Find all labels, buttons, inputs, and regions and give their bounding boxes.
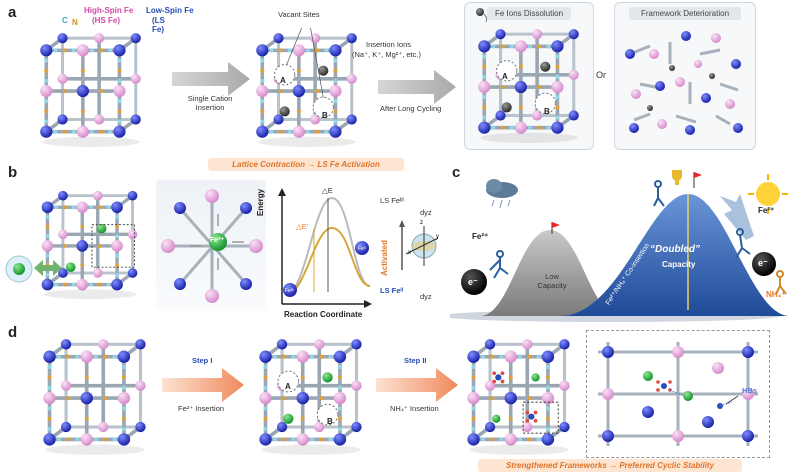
arrow-d2 [376,368,458,402]
low-capacity-label: Low Capacity [537,272,567,290]
banner-d-left: Strengthened Frameworks [505,461,607,470]
step-long-cycling: After Long Cycling [380,104,442,113]
or-label: Or [596,70,606,80]
deterioration-box: Framework Deterioration [614,2,756,150]
fe3-on-curve: Feᴵᴵᴵ [285,288,294,294]
activated-label: Activated [380,239,389,276]
energy-axis-label: Energy [256,188,265,216]
energy-diagram [278,188,372,308]
dyz-top: dyz [420,208,432,217]
panel-b-banner: Lattice Contraction → LS Fe Activation [208,158,404,171]
ls-fe3-label: LS Feᴵᴵᴵ [380,196,404,205]
cube-contracted [40,189,140,301]
arrow-d1 [162,368,244,402]
arrow-a2 [378,70,456,104]
capacity-label: Capacity [662,260,696,269]
panel-c-label: c [452,164,461,181]
banner-d-right: Preferred Cyclic Stability [619,461,715,470]
site-a: A [280,76,286,85]
fe2-on-curve: Feᴵᴵ [358,246,366,252]
legend-hs-fe: High-Spin Fe [84,6,134,15]
step-i-sub: Fe²⁺ Insertion [178,404,225,413]
legend-ls-fe-sub: (LS Fe) [152,16,165,34]
dissolution-header: Fe Ions Dissolution [487,7,571,20]
axis-y: y [436,234,439,240]
panel-d-label: d [8,324,18,341]
cube-pristine [38,31,143,149]
banner-b-left: Lattice Contraction [232,160,306,169]
site-a-d: A [285,382,291,391]
orbital-art [399,220,439,270]
cube-vacant [254,28,359,149]
step-ii-sub: NH₄⁺ Insertion [390,404,439,413]
legend-ls-fe: Low-Spin Fe [146,6,194,15]
bidirectional-arrow [34,260,62,276]
banner-d-arrow: → [609,461,618,470]
ls-fe2-label: LS Feᴵᴵ [380,286,404,295]
cube-co-inserted [465,337,572,457]
reaction-coordinate-label: Reaction Coordinate [284,310,363,319]
left-fe2-label: Fe²⁺ [472,232,489,241]
zoomed-hbs-art [598,342,758,446]
cube-dissolved [476,27,581,145]
arrow-a1 [172,62,250,96]
hbs-label: HBs [742,386,758,395]
legend-n: N [72,18,78,27]
panel-b-label: b [8,164,18,181]
legend: C N High-Spin Fe (HS Fe) Low-Spin Fe (LS… [58,4,194,34]
panel-a-label: a [8,4,17,21]
broken-framework [625,31,743,135]
panel-d-banner: Strengthened Frameworks → Preferred Cycl… [478,459,742,472]
deterioration-header: Framework Deterioration [629,7,741,20]
step-i-label: Step I [192,356,213,365]
fe2-center-label: Fe²⁺ [210,237,225,244]
mountains [450,170,790,322]
doubled-label: “Doubled” [650,244,700,255]
step-ii-label: Step II [404,356,427,365]
delta-e-prime: △E' [296,222,309,231]
zoomed-lattice-art [161,189,263,303]
banner-b-arrow: → [307,160,316,169]
insertion-ions-sub: (Na⁺, K⁺, Mg²⁺, etc.) [352,50,421,59]
dyz-bottom: dyz [420,292,432,301]
cube-pristine-d [41,337,148,457]
cube-fe-inserted [257,337,364,457]
axis-x: x [408,250,411,256]
site-b: B [322,111,328,120]
site-a-2: A [502,72,508,81]
nh4-label: NH₄⁺ [766,290,786,299]
right-fe2-label: Fe²⁺ [758,206,775,215]
axis-z: z [420,220,423,226]
insertion-ions-label: Insertion Ions [366,40,412,49]
site-b-2: B [544,107,550,116]
dissolving-fe-icon [476,8,488,23]
electron-right: e⁻ [758,258,768,268]
step-single-insertion: Single Cation Insertion [187,94,233,112]
fe2-hydrated-ion [5,255,33,283]
delta-e: △E [322,186,333,195]
electron-left: e⁻ [468,277,478,287]
vacant-sites-label: Vacant Sites [278,10,320,19]
legend-hs-fe-sub: (HS Fe) [92,16,120,25]
site-b-d: B [327,417,333,426]
legend-c: C [62,16,68,25]
banner-b-right: LS Fe Activation [317,160,380,169]
